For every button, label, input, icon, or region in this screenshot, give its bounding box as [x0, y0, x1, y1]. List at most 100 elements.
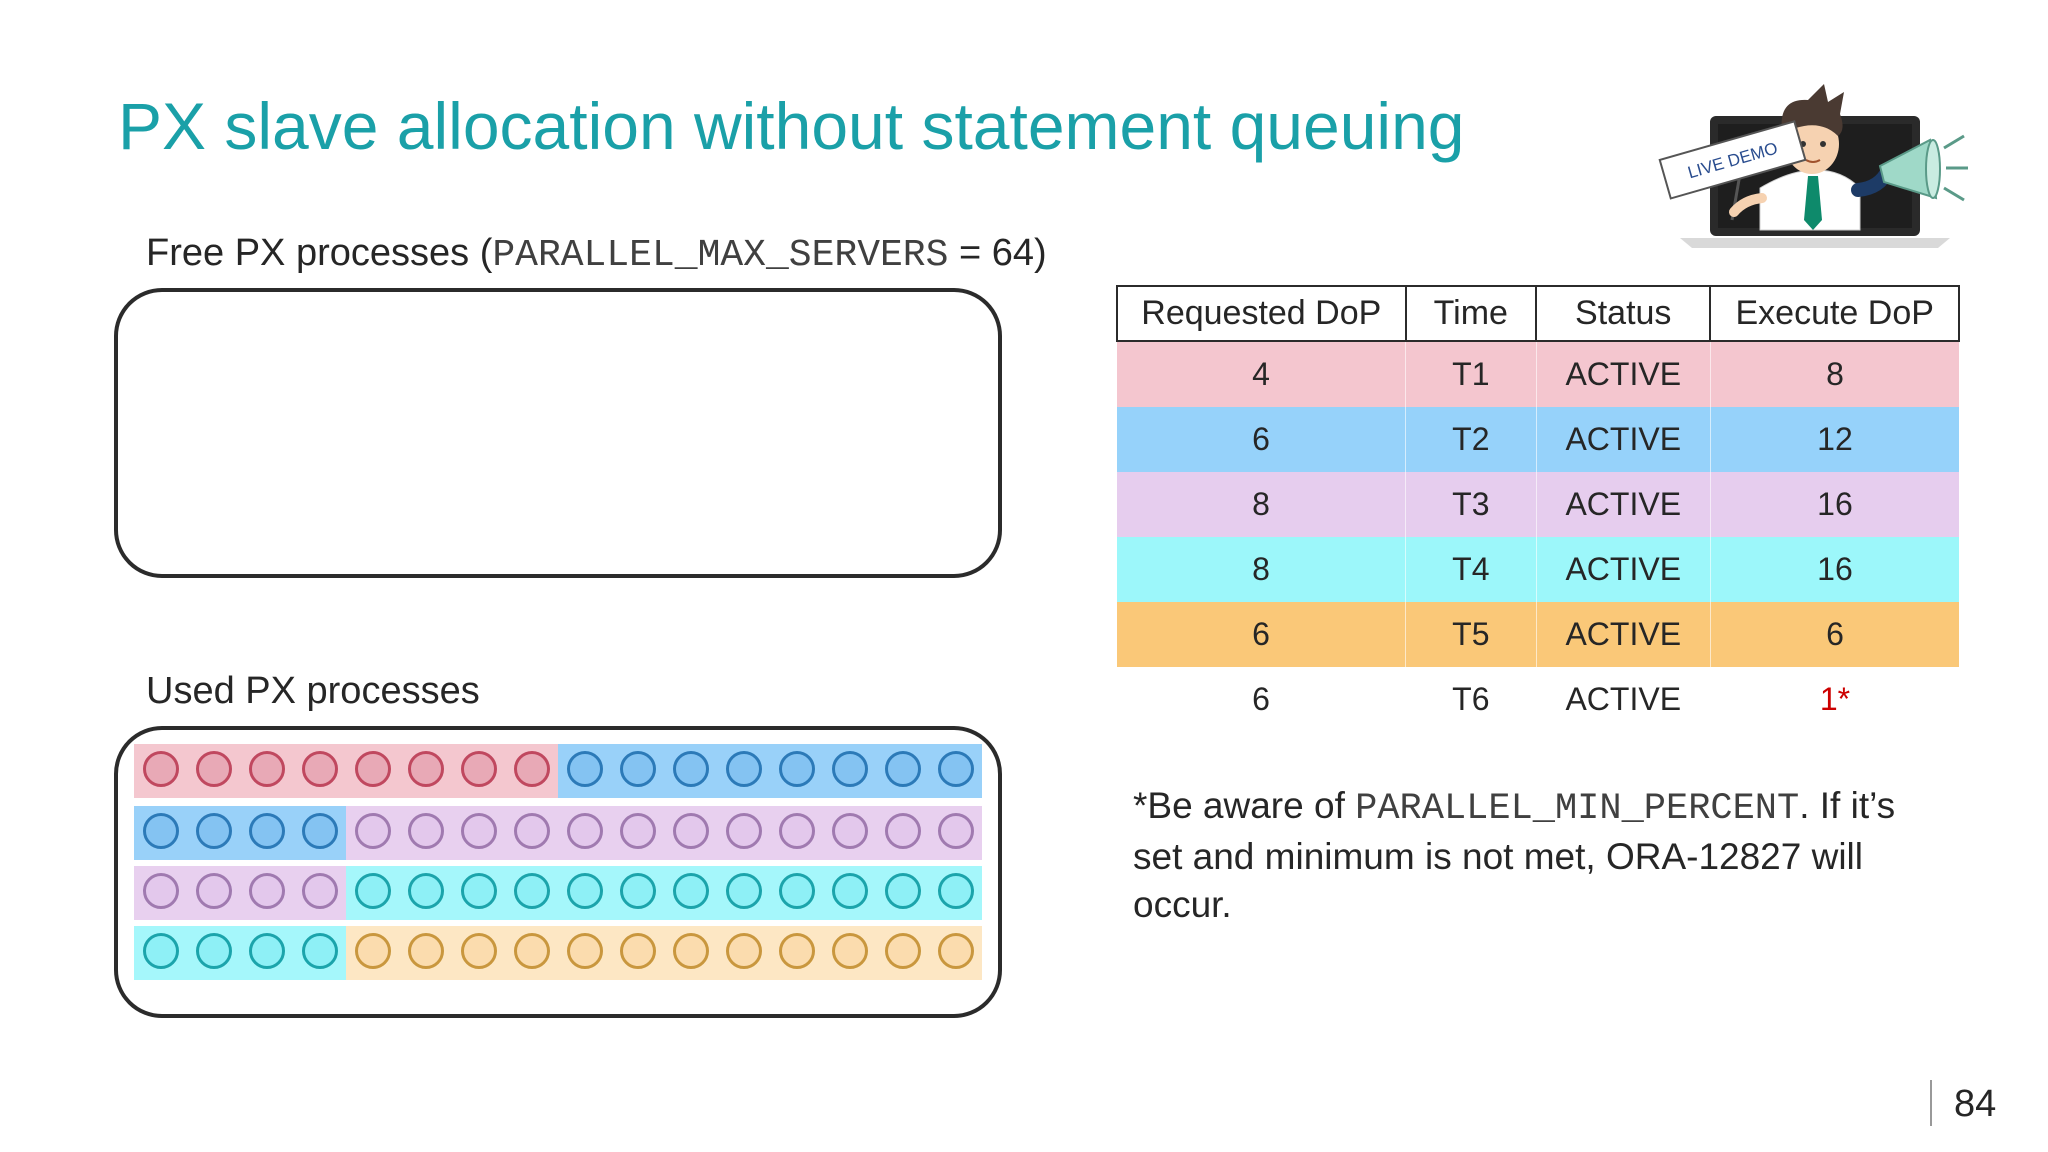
used-px-row [134, 866, 982, 920]
cell-status: ACTIVE [1535, 537, 1711, 602]
px-segment-cyan [346, 866, 982, 920]
cell-execute-dop: 8 [1709, 341, 1959, 407]
cell-execute-dop: 16 [1709, 472, 1959, 537]
px-process-circle [354, 751, 391, 787]
px-process-circle [566, 813, 603, 849]
free-px-pool [114, 288, 1002, 578]
px-process-circle [884, 933, 921, 969]
px-process-circle [831, 751, 868, 787]
px-process-circle [566, 873, 603, 909]
cell-status: ACTIVE [1535, 602, 1711, 667]
header-execute-dop: Execute DoP [1709, 285, 1960, 342]
cell-requested-dop: 8 [1252, 486, 1270, 522]
px-process-circle [937, 813, 974, 849]
px-process-circle [513, 873, 550, 909]
used-px-label: Used PX processes [146, 670, 480, 712]
px-process-circle [460, 813, 497, 849]
px-process-circle [301, 873, 338, 909]
px-process-circle [407, 751, 444, 787]
cell-requested-dop: 8 [1252, 551, 1270, 587]
free-px-label-prefix: Free PX processes ( [146, 232, 493, 274]
used-px-row [134, 806, 982, 860]
cell-requested-dop: 6 [1252, 681, 1270, 717]
px-process-circle [513, 933, 550, 969]
cell-status: ACTIVE [1535, 472, 1711, 537]
cell-time: T1 [1405, 341, 1537, 407]
cell-status: ACTIVE [1535, 667, 1711, 732]
cell-time: T4 [1405, 537, 1537, 602]
px-process-circle [778, 751, 815, 787]
cell-status: ACTIVE [1535, 341, 1711, 407]
px-process-circle [142, 933, 179, 969]
px-process-circle [142, 751, 179, 787]
px-process-circle [937, 933, 974, 969]
parallel-min-percent-note: *Be aware of PARALLEL_MIN_PERCENT. If it… [1133, 782, 1953, 929]
free-px-label-suffix: = 64) [948, 232, 1047, 274]
px-process-circle [566, 933, 603, 969]
px-process-circle [831, 873, 868, 909]
px-process-circle [460, 933, 497, 969]
px-process-circle [566, 751, 603, 787]
px-process-circle [142, 873, 179, 909]
px-process-circle [142, 813, 179, 849]
header-requested-dop: Requested DoP [1116, 285, 1407, 342]
px-process-circle [407, 933, 444, 969]
cell-status: ACTIVE [1535, 407, 1711, 472]
cell-execute-dop: 1* [1709, 667, 1959, 732]
table-header-row: Requested DoP Time Status Execute DoP [1116, 285, 1960, 342]
px-process-circle [248, 813, 285, 849]
px-process-circle [407, 873, 444, 909]
px-process-circle [778, 813, 815, 849]
free-px-label: Free PX processes (PARALLEL_MAX_SERVERS … [146, 232, 1047, 277]
px-process-circle [301, 751, 338, 787]
px-process-circle [619, 751, 656, 787]
cell-execute-dop: 6 [1709, 602, 1959, 667]
cell-time: T6 [1405, 667, 1537, 732]
px-process-circle [937, 873, 974, 909]
px-process-circle [195, 751, 232, 787]
used-px-row [134, 744, 982, 798]
px-process-circle [672, 751, 709, 787]
live-demo-illustration: LIVE DEMO [1658, 84, 1968, 248]
page-number: 84 [1954, 1083, 1997, 1125]
px-process-circle [778, 933, 815, 969]
px-process-circle [778, 873, 815, 909]
px-process-circle [195, 813, 232, 849]
px-process-circle [725, 813, 762, 849]
px-process-circle [460, 751, 497, 787]
used-px-row [134, 926, 982, 980]
px-process-circle [725, 933, 762, 969]
px-process-circle [884, 873, 921, 909]
cell-time: T2 [1405, 407, 1537, 472]
header-time: Time [1404, 285, 1538, 342]
px-process-circle [195, 933, 232, 969]
parallel-max-servers-code: PARALLEL_MAX_SERVERS [492, 234, 949, 277]
px-process-circle [248, 873, 285, 909]
px-process-circle [831, 813, 868, 849]
header-status: Status [1535, 285, 1712, 342]
px-process-circle [513, 751, 550, 787]
cell-requested-dop: 6 [1252, 421, 1270, 457]
note-prefix: *Be aware of [1133, 785, 1356, 826]
px-process-circle [672, 873, 709, 909]
cell-time: T3 [1405, 472, 1537, 537]
px-segment-orange [346, 926, 982, 980]
px-process-circle [354, 933, 391, 969]
cell-requested-dop: 4 [1252, 356, 1270, 392]
px-process-circle [884, 813, 921, 849]
page-number-separator [1930, 1080, 1932, 1126]
px-process-circle [195, 873, 232, 909]
cell-time: T5 [1405, 602, 1537, 667]
px-process-circle [248, 933, 285, 969]
note-suffix: . If it’s set and minimum is not met, OR… [1133, 785, 1896, 925]
px-process-circle [301, 813, 338, 849]
px-process-circle [672, 933, 709, 969]
px-process-circle [407, 813, 444, 849]
